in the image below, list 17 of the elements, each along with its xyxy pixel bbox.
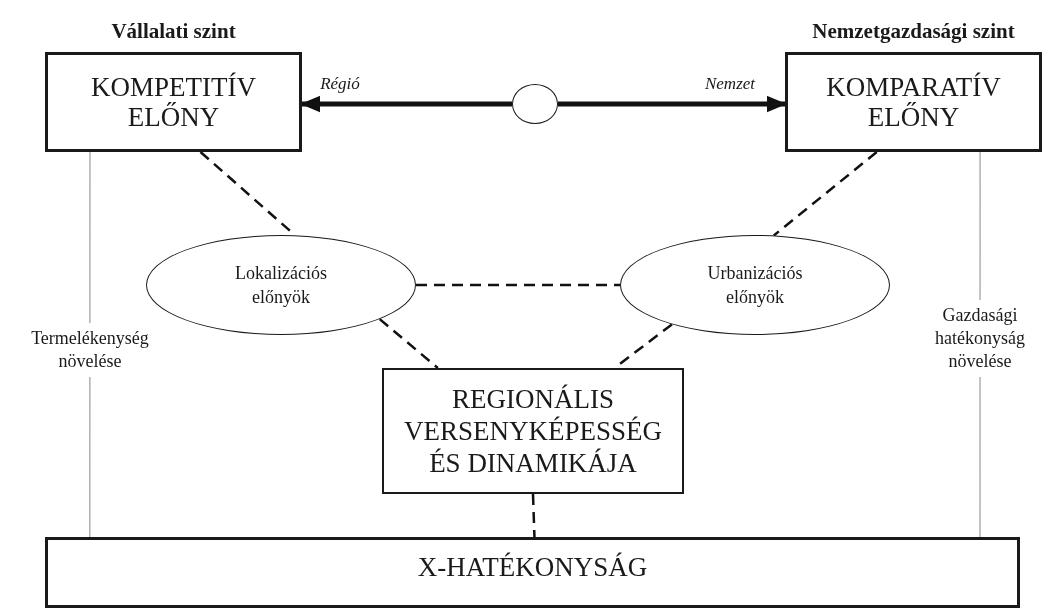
edge-label: Régió (319, 74, 361, 94)
dashed-connector (378, 318, 439, 369)
arrow (300, 95, 512, 113)
central-box: REGIONÁLIS VERSENYKÉPESSÉG ÉS DINAMIKÁJA (382, 368, 684, 494)
level-heading: Nemzetgazdasági szint (811, 18, 1016, 45)
dashed-connector (531, 493, 536, 538)
arrow (558, 95, 787, 113)
level-heading: Vállalati szint (110, 18, 237, 45)
advantage-ellipse: Urbanizációs előnyök (620, 235, 890, 335)
junction-circle (512, 84, 558, 124)
advantage-ellipse: Lokalizációs előnyök (146, 235, 416, 335)
dashed-connector (773, 151, 878, 237)
dashed-connector (416, 283, 620, 287)
concept-box: KOMPETITÍV ELŐNY (45, 52, 302, 152)
edge-label: Nemzet (703, 74, 757, 94)
outcome-box: X-HATÉKONYSÁG (45, 537, 1020, 608)
concept-box: KOMPARATÍV ELŐNY (785, 52, 1042, 152)
